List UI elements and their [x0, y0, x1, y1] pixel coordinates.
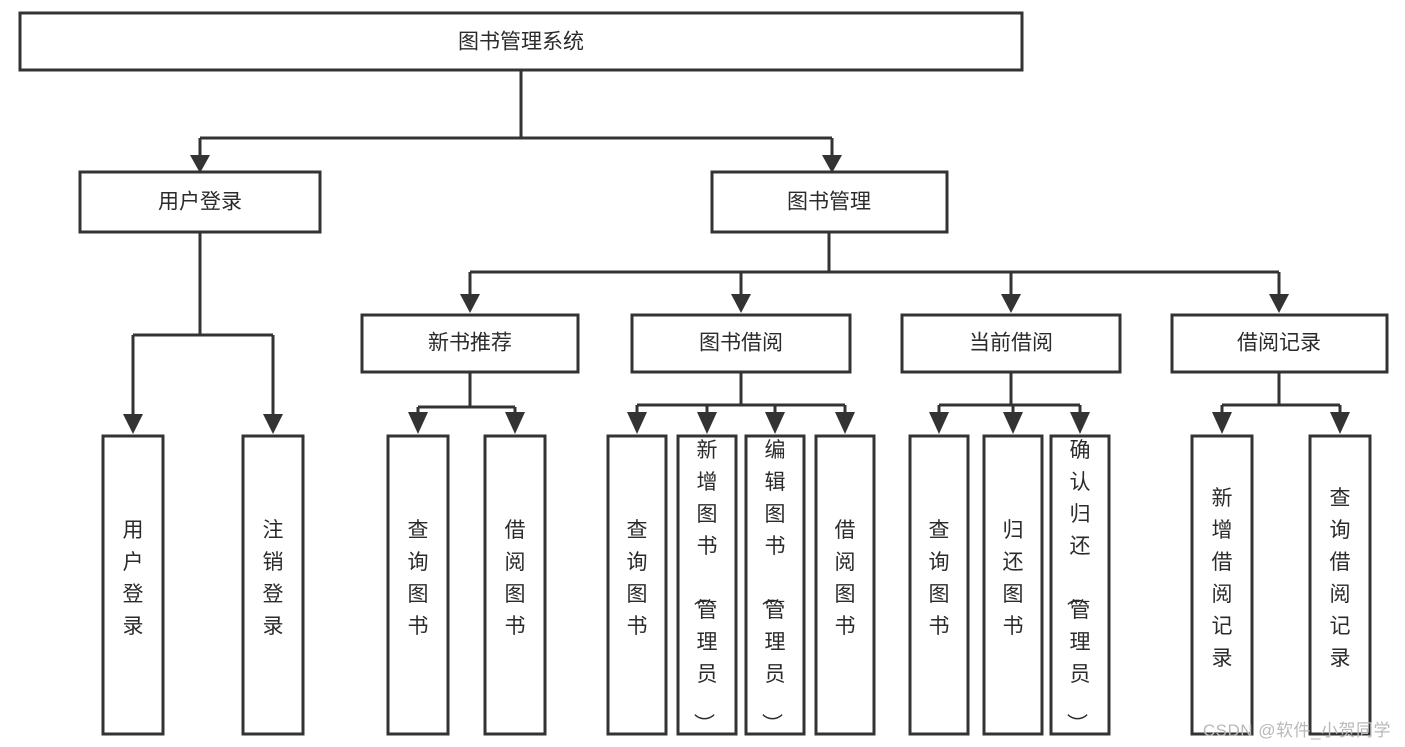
edge-book-borrow-split — [635, 372, 847, 418]
arrowhead-book-borrow — [731, 294, 751, 313]
node-leaf-query-book-rec[interactable]: 查询图书 — [386, 434, 450, 736]
node-leaf-query-record-box[interactable] — [1308, 434, 1372, 736]
node-leaf-query-book-cur[interactable]: 查询图书 — [908, 434, 970, 736]
node-borrow-record-box[interactable] — [1170, 313, 1389, 374]
node-leaf-query-book-borrow-box[interactable] — [606, 434, 668, 736]
node-leaf-add-record-box[interactable] — [1190, 434, 1254, 736]
node-leaf-query-record-label: 查询借阅记录 — [1330, 487, 1351, 670]
node-root-box[interactable] — [18, 11, 1024, 72]
edges-layer — [123, 70, 1350, 434]
node-borrow-record-label: 借阅记录 — [1237, 332, 1321, 355]
node-leaf-edit-book-box[interactable] — [744, 434, 806, 736]
edge-user-login-split — [131, 232, 275, 418]
arrowhead-leaf-add-book — [697, 412, 717, 434]
node-leaf-return-book[interactable]: 归还图书 — [982, 434, 1044, 736]
arrowhead-leaf-confirm-return — [1070, 412, 1090, 434]
node-leaf-query-book-rec-box[interactable] — [386, 434, 450, 736]
arrowhead-leaf-query-book-rec — [408, 412, 428, 434]
node-root[interactable]: 图书管理系统 — [18, 11, 1024, 72]
node-root-label: 图书管理系统 — [458, 31, 584, 54]
node-leaf-query-book-borrow-label: 查询图书 — [627, 519, 648, 638]
node-book-manage[interactable]: 图书管理 — [710, 170, 949, 234]
node-leaf-user-login[interactable]: 用户登录 — [101, 434, 165, 736]
node-book-borrow[interactable]: 图书借阅 — [630, 313, 852, 374]
node-current-borrow-label: 当前借阅 — [969, 332, 1053, 355]
node-leaf-confirm-return-box[interactable] — [1049, 434, 1111, 736]
node-leaf-add-record-label: 新增借阅记录 — [1212, 487, 1233, 670]
arrowhead-leaf-borrow-book — [835, 412, 855, 434]
node-leaf-logout-box[interactable] — [241, 434, 305, 736]
node-leaf-query-book-cur-label: 查询图书 — [929, 519, 950, 638]
node-book-manage-label: 图书管理 — [787, 191, 871, 214]
arrowhead-borrow-record — [1269, 294, 1289, 313]
node-borrow-record[interactable]: 借阅记录 — [1170, 313, 1389, 374]
node-leaf-edit-book-label: 编辑图书（管理员） — [760, 439, 786, 734]
arrowhead-leaf-add-record — [1212, 412, 1232, 434]
node-leaf-logout[interactable]: 注销登录 — [241, 434, 305, 736]
node-current-borrow-box[interactable] — [900, 313, 1122, 374]
arrowhead-leaf-logout — [263, 414, 283, 434]
node-user-login-label: 用户登录 — [158, 191, 242, 214]
edge-current-borrow-split — [937, 372, 1082, 418]
node-new-book-rec[interactable]: 新书推荐 — [360, 313, 580, 374]
node-book-manage-box[interactable] — [710, 170, 949, 234]
node-user-login[interactable]: 用户登录 — [78, 170, 322, 234]
arrowhead-leaf-query-record — [1330, 412, 1350, 434]
node-leaf-return-book-label: 归还图书 — [1003, 519, 1024, 638]
arrowhead-book-manage — [822, 155, 842, 173]
edge-book-manage-split — [468, 232, 1281, 297]
arrowhead-leaf-return-book — [1003, 412, 1023, 434]
node-leaf-add-book-label: 新增图书（管理员） — [692, 439, 718, 734]
arrowhead-user-login — [190, 155, 210, 173]
node-leaf-borrow-book[interactable]: 借阅图书 — [814, 434, 876, 736]
node-leaf-return-book-box[interactable] — [982, 434, 1044, 736]
node-book-borrow-box[interactable] — [630, 313, 852, 374]
edge-new-book-rec-split — [416, 372, 517, 418]
node-leaf-confirm-return-label: 确认归还（管理员） — [1065, 439, 1091, 734]
node-user-login-box[interactable] — [78, 170, 322, 234]
arrowhead-leaf-borrow-book-rec — [505, 412, 525, 434]
node-leaf-edit-book[interactable]: 编辑图书（管理员） — [744, 434, 806, 736]
node-leaf-query-record[interactable]: 查询借阅记录 — [1308, 434, 1372, 736]
node-book-borrow-label: 图书借阅 — [699, 332, 783, 355]
node-leaf-add-book[interactable]: 新增图书（管理员） — [676, 434, 738, 736]
node-leaf-logout-label: 注销登录 — [263, 519, 284, 638]
node-leaf-borrow-book-rec-box[interactable] — [483, 434, 547, 736]
node-leaf-borrow-book-rec[interactable]: 借阅图书 — [483, 434, 547, 736]
node-leaf-query-book-rec-label: 查询图书 — [408, 519, 429, 638]
node-leaf-add-book-box[interactable] — [676, 434, 738, 736]
node-leaf-borrow-book-label: 借阅图书 — [835, 519, 856, 638]
arrowhead-current-borrow — [1001, 294, 1021, 313]
node-leaf-query-book-borrow[interactable]: 查询图书 — [606, 434, 668, 736]
arrowhead-leaf-user-login — [123, 414, 143, 434]
node-new-book-rec-label: 新书推荐 — [428, 332, 512, 355]
node-new-book-rec-box[interactable] — [360, 313, 580, 374]
node-leaf-borrow-book-rec-label: 借阅图书 — [505, 519, 526, 638]
node-leaf-query-book-cur-box[interactable] — [908, 434, 970, 736]
edge-borrow-record-split — [1220, 372, 1342, 418]
node-leaf-user-login-box[interactable] — [101, 434, 165, 736]
arrowhead-new-book-rec — [460, 294, 480, 313]
edge-root-trunk — [198, 70, 834, 158]
node-leaf-user-login-label: 用户登录 — [123, 519, 144, 638]
node-leaf-confirm-return[interactable]: 确认归还（管理员） — [1049, 434, 1111, 736]
node-leaf-borrow-book-box[interactable] — [814, 434, 876, 736]
arrowhead-leaf-edit-book — [765, 412, 785, 434]
arrowhead-leaf-query-book-borrow — [627, 412, 647, 434]
node-leaf-add-record[interactable]: 新增借阅记录 — [1190, 434, 1254, 736]
node-current-borrow[interactable]: 当前借阅 — [900, 313, 1122, 374]
arrowhead-leaf-query-book-cur — [929, 412, 949, 434]
